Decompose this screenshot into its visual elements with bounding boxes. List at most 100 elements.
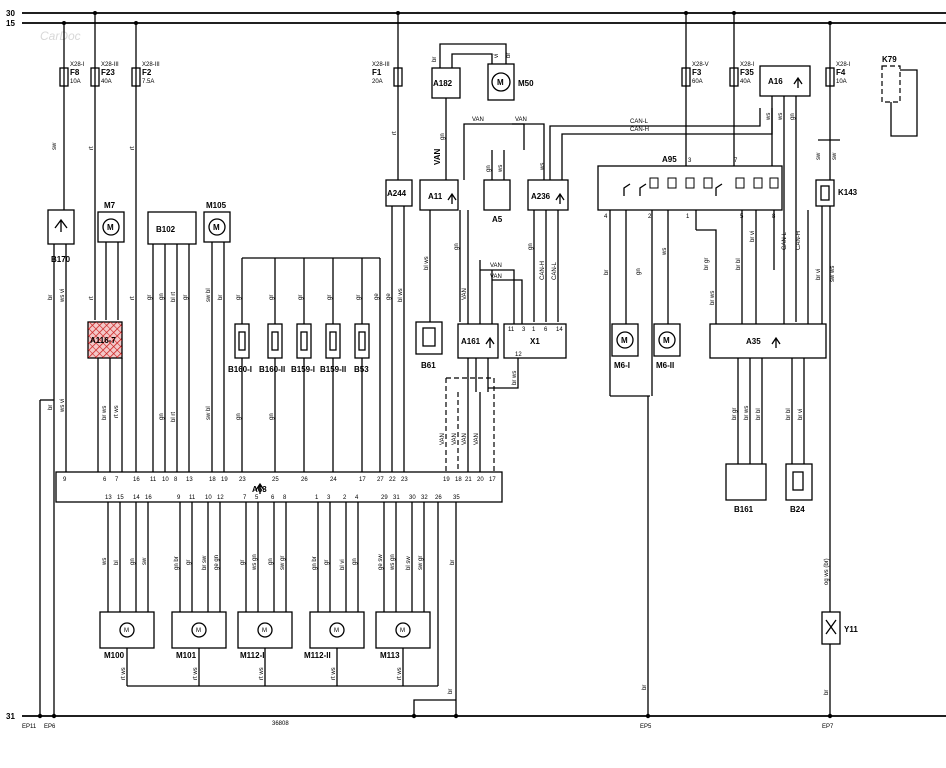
fuse-f1: X28-III F1 20A (372, 11, 403, 87)
svg-text:VAN: VAN (490, 263, 502, 269)
svg-text:rt ws: rt ws (397, 667, 403, 680)
svg-text:X28-V: X28-V (692, 62, 709, 68)
a161-module: A161 VAN VAN VAN (457, 210, 523, 392)
a63-pin-top: 16 (133, 477, 140, 483)
ground-ep11: EP11 (22, 724, 37, 730)
svg-text:bl: bl (114, 560, 120, 565)
svg-text:K79: K79 (882, 55, 897, 64)
svg-text:VAN: VAN (452, 433, 458, 445)
svg-text:sw bl: sw bl (206, 406, 212, 420)
svg-text:A16: A16 (768, 77, 783, 86)
svg-text:gn: gn (352, 558, 358, 565)
svg-text:bl vi: bl vi (340, 559, 346, 570)
svg-text:gr: gr (327, 295, 333, 300)
svg-text:M100: M100 (104, 651, 125, 660)
svg-text:A244: A244 (387, 189, 407, 198)
svg-text:br ws: br ws (512, 371, 518, 385)
svg-text:gn: gn (130, 558, 136, 565)
svg-text:br sw: br sw (202, 555, 208, 570)
svg-text:br bl: br bl (786, 408, 792, 420)
b61-sensor: B61 (415, 321, 443, 370)
svg-text:3: 3 (688, 158, 692, 164)
svg-text:60A: 60A (692, 79, 703, 85)
a63-pin-bottom: 16 (145, 495, 152, 501)
svg-text:ge: ge (374, 293, 380, 300)
a63-pin-bottom: 15 (117, 495, 124, 501)
a63-pin-top: 6 (103, 477, 107, 483)
sensor-group: gr gr gr gr gr ge (236, 257, 381, 472)
svg-text:rt ws: rt ws (121, 667, 127, 680)
b161-sensor: B161 (725, 463, 767, 514)
svg-text:M7: M7 (104, 201, 116, 210)
a116-relay: A116-7 br ws rt ws (87, 321, 123, 472)
svg-text:M6-I: M6-I (614, 361, 630, 370)
a63-pin-top: 11 (150, 477, 157, 483)
m105-motor: M M105 sw bl br sw bl (203, 201, 231, 472)
svg-text:X28-I: X28-I (70, 62, 85, 68)
svg-text:gn: gn (486, 165, 492, 172)
svg-text:B24: B24 (790, 505, 805, 514)
svg-text:br gr: br gr (704, 258, 710, 270)
rail-31-label: 31 (6, 712, 15, 721)
svg-text:CAN-L: CAN-L (782, 231, 788, 250)
svg-text:VAN: VAN (462, 288, 468, 300)
a63-pin-top: 19 (443, 477, 450, 483)
svg-text:ws: ws (102, 558, 108, 566)
svg-text:A11: A11 (428, 192, 443, 201)
svg-text:X28-III: X28-III (101, 62, 119, 68)
svg-text:gr: gr (269, 295, 275, 300)
a63-pin-bottom: 3 (327, 495, 331, 501)
svg-text:br: br (824, 690, 830, 695)
svg-text:br ws: br ws (710, 291, 716, 305)
svg-text:6: 6 (544, 327, 548, 333)
a63-pin-top: 23 (401, 477, 408, 483)
svg-text:sw: sw (816, 152, 822, 160)
svg-text:gr: gr (240, 560, 246, 565)
f2-branch: rt rt (130, 86, 137, 472)
ground-points: EP11 EP6 EP5 EP7 (22, 713, 834, 730)
svg-text:1: 1 (686, 214, 690, 220)
svg-text:4: 4 (604, 214, 608, 220)
svg-text:br: br (604, 270, 610, 275)
svg-text:M50: M50 (518, 79, 534, 88)
svg-text:CAN-H: CAN-H (540, 261, 546, 280)
m6-ii-motor: M M6-II (653, 323, 681, 370)
svg-text:sw gr: sw gr (418, 556, 424, 570)
b159-i: B159-I (291, 323, 315, 472)
svg-text:gr: gr (147, 295, 153, 300)
a63-pin-bottom: 1 (315, 495, 319, 501)
svg-text:bl rt: bl rt (171, 412, 177, 422)
svg-text:bl ws: bl ws (398, 288, 404, 302)
svg-text:rt: rt (130, 296, 136, 300)
svg-text:CAN-L: CAN-L (552, 261, 558, 280)
a63-pin-bottom: 6 (271, 495, 275, 501)
svg-text:F4: F4 (836, 68, 846, 77)
svg-text:br: br (48, 295, 54, 300)
svg-text:B53: B53 (354, 365, 369, 374)
rail-30-label: 30 (6, 9, 15, 18)
svg-text:B170: B170 (51, 255, 71, 264)
svg-text:M: M (334, 628, 339, 634)
svg-text:10A: 10A (836, 79, 847, 85)
svg-text:F3: F3 (692, 68, 702, 77)
svg-text:ws: ws (766, 113, 772, 121)
a182-m50: A182 M M50 br vi br gn (431, 43, 534, 180)
a63-pin-top: 20 (477, 477, 484, 483)
svg-text:X28-III: X28-III (372, 62, 390, 68)
svg-text:M: M (213, 223, 220, 232)
svg-text:M112-II: M112-II (304, 651, 331, 660)
b53: B53 (354, 323, 370, 472)
svg-text:VAN: VAN (462, 433, 468, 445)
svg-text:ws vi: ws vi (60, 399, 66, 413)
ground-ep6: EP6 (44, 724, 56, 730)
m112-i-actuator: gr ws gn gn sw gr M M112-I (237, 502, 293, 660)
svg-text:gn: gn (159, 293, 165, 300)
svg-text:14: 14 (556, 327, 563, 333)
svg-text:1: 1 (532, 327, 536, 333)
svg-text:ws vi: ws vi (60, 289, 66, 303)
svg-text:M: M (124, 628, 129, 634)
svg-text:VAN: VAN (433, 148, 442, 165)
a5-module: A5 gn ws (483, 150, 511, 224)
svg-text:CAN-H: CAN-H (796, 231, 802, 250)
